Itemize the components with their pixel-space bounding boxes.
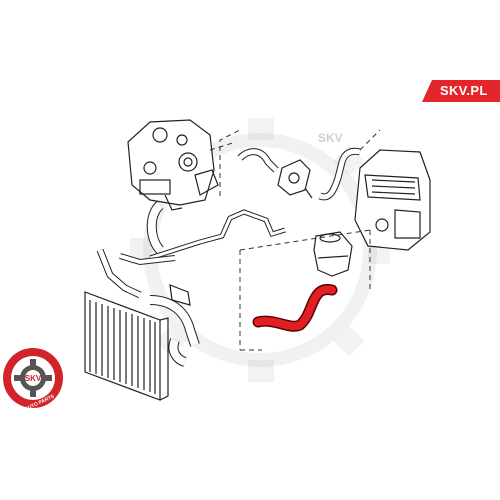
- skv-logo: SKV AUTO PARTS: [3, 348, 63, 411]
- engine-block: [127, 119, 219, 211]
- callout-lines: [209, 129, 381, 351]
- brand-tag-shape: [422, 80, 500, 102]
- expansion-tank: [313, 231, 353, 277]
- brand-tag-label: SKV.PL: [440, 83, 488, 98]
- radiator: [84, 291, 169, 401]
- gear-watermark-teeth: [130, 118, 390, 382]
- brand-tag[interactable]: SKV.PL: [422, 80, 500, 102]
- heater-box: [354, 149, 431, 251]
- logo-text-top: SKV: [25, 374, 42, 383]
- thermostat-housing: [277, 159, 313, 199]
- hose-connector: [169, 284, 191, 306]
- highlighted-hose: [252, 284, 338, 332]
- watermark-text: SKV: [318, 131, 343, 145]
